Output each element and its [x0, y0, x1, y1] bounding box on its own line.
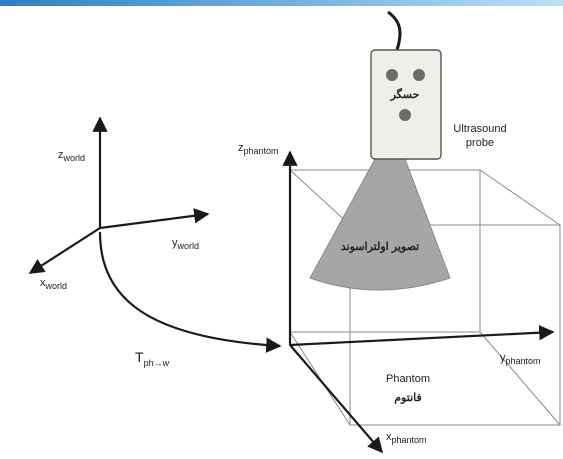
transform-curve — [98, 231, 282, 353]
phantom-x-axis — [289, 344, 384, 454]
phantom-x-label: xphantom — [386, 431, 427, 445]
probe-cable — [387, 10, 402, 51]
world-x-label: xworld — [40, 277, 67, 291]
transform-label: Tph→w — [135, 349, 170, 368]
world-y-label: yworld — [172, 237, 199, 251]
probe-caption-line2: probe — [466, 137, 494, 149]
phantom-label-fa: فانتوم — [394, 392, 421, 404]
phantom-label-en: Phantom — [386, 373, 430, 385]
phantom-frame: zphantom yphantom xphantom — [238, 142, 555, 454]
ultrasound-image-label: تصویر اولتراسوند — [341, 241, 419, 253]
world-frame: zworld yworld xworld — [28, 116, 210, 291]
probe-caption-line1: Ultrasound — [453, 123, 506, 135]
phantom-y-axis — [289, 324, 555, 347]
phantom-box — [289, 169, 561, 426]
world-x-axis — [28, 227, 101, 274]
world-y-axis — [99, 208, 210, 230]
top-color-band — [0, 0, 563, 6]
phantom-y-label: yphantom — [500, 352, 541, 366]
phantom-z-label: zphantom — [238, 142, 279, 156]
sensor-label: حسگر — [390, 87, 420, 101]
transform-arrow: Tph→w — [98, 231, 282, 368]
probe-dot — [413, 69, 425, 81]
probe-dot — [386, 69, 398, 81]
ultrasound-fan — [309, 158, 451, 291]
world-z-label: zworld — [58, 149, 85, 163]
probe-body — [370, 49, 442, 160]
probe-dot — [399, 109, 411, 121]
ultrasound-probe: حسگر Ultrasound probe — [370, 10, 507, 160]
